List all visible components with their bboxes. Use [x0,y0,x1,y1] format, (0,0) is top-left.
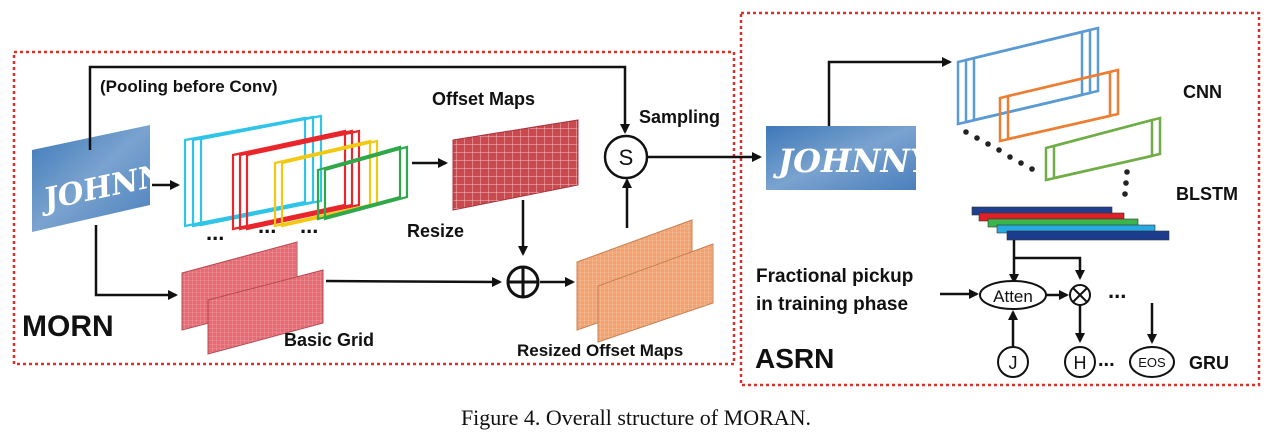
j-label: J [1009,353,1018,373]
rectified-word: JOHNNY [772,142,936,180]
bypass-arrow [88,65,630,150]
conv-ellipsis-1: ... [206,220,224,245]
blstm-layers [971,206,1170,241]
morn-title: MORN [22,310,114,343]
gru-ellipsis: ... [1098,349,1115,371]
atten-label: Atten [993,287,1033,306]
sampling-label: Sampling [639,107,720,127]
fractional-pickup-line1: Fractional pickup [756,266,913,287]
asrn-title: ASRN [755,343,834,374]
atten-ellipsis: ... [1108,278,1126,303]
input-to-grid-arrow [94,225,178,300]
resized-offset-maps [576,219,714,343]
cnn-label: CNN [1183,82,1222,102]
sampler-symbol: S [619,145,634,170]
cnn-stack-green [1044,116,1162,182]
multiply-operator [1069,284,1091,306]
cnn-stack-orange [998,68,1120,143]
plus-operator [506,265,540,299]
fractional-pickup-line2: in training phase [756,294,908,315]
blstm-label: BLSTM [1176,184,1238,204]
pooling-label: (Pooling before Conv) [100,77,278,96]
atten-node: Atten [979,280,1047,310]
h-label: H [1074,353,1087,373]
cnn-dotted-path [963,129,1130,197]
conv-stack-red [231,129,361,231]
gru-label: GRU [1189,353,1229,373]
grid-to-plus-arrow [325,276,502,287]
asrn-frame [739,11,1261,387]
h-node: H [1064,346,1096,378]
rectified-to-cnn-arrow [827,57,952,126]
figure-caption: Figure 4. Overall structure of MORAN. [461,405,811,430]
basic-grid-label: Basic Grid [284,330,374,350]
eos-label: EOS [1138,355,1166,370]
basic-grid [181,241,324,355]
resized-offset-maps-label: Resized Offset Maps [517,341,683,360]
blstm-to-multiply-arrow [1014,256,1085,280]
morn-frame [12,50,736,366]
j-node: J [997,346,1029,378]
offset-maps [452,119,579,211]
conv-stack-cyan [183,114,323,228]
offset-maps-label: Offset Maps [432,89,535,109]
eos-node: EOS [1129,346,1175,378]
conv-ellipsis-2: ... [258,213,276,238]
conv-stack-green [316,145,409,221]
input-image: JOHNNY [32,125,192,232]
conv-ellipsis-3: ... [300,213,318,238]
resize-label: Resize [407,221,464,241]
rectified-image: JOHNNY [766,126,936,190]
cnn-stack-blue [956,26,1100,126]
sampler-node: S [603,134,649,180]
